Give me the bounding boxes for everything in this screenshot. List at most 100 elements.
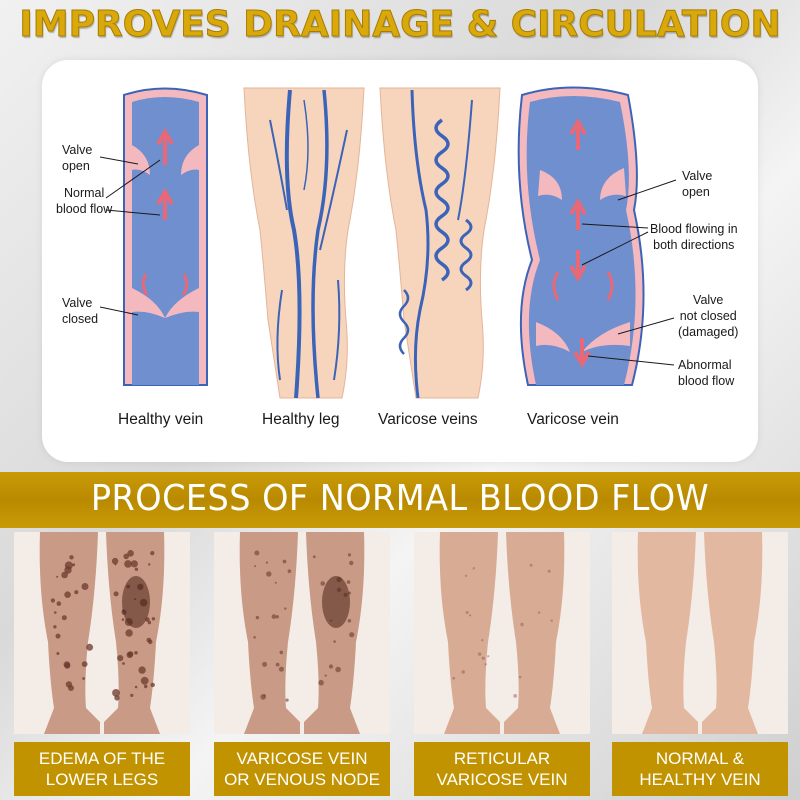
skin-spot — [56, 652, 60, 655]
skin-spot — [64, 591, 71, 598]
skin-spot — [318, 679, 324, 686]
skin-spot — [320, 581, 325, 586]
right-leg — [702, 532, 763, 734]
skin-spot — [513, 694, 518, 698]
skin-spot — [134, 567, 139, 571]
skin-spot — [274, 581, 277, 584]
skin-spot — [255, 615, 260, 620]
skin-spot — [126, 651, 133, 659]
skin-spot — [349, 632, 355, 638]
skin-spot — [465, 611, 469, 614]
skin-spot — [472, 567, 475, 570]
skin-spot — [125, 629, 133, 637]
skin-spot — [82, 677, 85, 680]
skin-spot — [312, 555, 316, 559]
skin-spot — [151, 617, 156, 621]
skin-spot — [140, 676, 149, 685]
skin-spot — [262, 661, 268, 667]
skin-spot — [124, 560, 132, 568]
section-title-band: PROCESS OF NORMAL BLOOD FLOW — [0, 472, 800, 528]
vein-diagram — [99, 86, 677, 399]
left-leg — [39, 532, 100, 734]
skin-spot — [61, 571, 68, 579]
skin-spot — [481, 656, 485, 660]
label-both-directions: Blood flowing in both directions — [650, 222, 738, 252]
right-leg — [504, 532, 565, 734]
skin-spot — [55, 633, 61, 639]
varicose-vein-illustration — [517, 86, 677, 386]
caption-varicose-vein: Varicose vein — [527, 411, 619, 428]
skin-spot — [275, 662, 280, 667]
caption-varicose-veins: Varicose veins — [378, 411, 478, 428]
skin-spot — [65, 681, 73, 688]
skin-spot — [134, 685, 138, 689]
skin-spot — [61, 615, 67, 621]
skin-spot — [127, 550, 134, 557]
skin-spot — [122, 662, 125, 665]
legs-image — [39, 532, 165, 734]
skin-spot — [72, 563, 76, 567]
stage-label-4: NORMAL & HEALTHY VEIN — [612, 742, 788, 796]
section-title: PROCESS OF NORMAL BLOOD FLOW — [90, 478, 710, 519]
stage-label-2: VARICOSE VEIN OR VENOUS NODE — [214, 742, 390, 796]
skin-spot — [54, 611, 57, 614]
stage-photo-2 — [214, 532, 390, 734]
healthy-leg-illustration — [243, 87, 365, 399]
skin-spot — [484, 663, 487, 666]
legs-image — [637, 532, 763, 734]
skin-spot — [469, 614, 472, 617]
skin-spot — [487, 655, 490, 658]
skin-spot — [114, 695, 120, 701]
skin-spot — [56, 601, 62, 606]
skin-spot — [464, 574, 468, 577]
skin-spot — [253, 636, 256, 639]
skin-spot — [123, 553, 129, 560]
skin-spot — [74, 590, 79, 595]
legs-image — [239, 532, 365, 734]
skin-spot — [112, 689, 120, 697]
skin-spot — [461, 670, 465, 674]
skin-spot — [452, 676, 456, 680]
skin-spot — [148, 563, 151, 566]
skin-spot — [50, 598, 56, 603]
skin-spot — [260, 694, 266, 700]
skin-spot — [275, 615, 279, 619]
skin-spot — [130, 693, 134, 697]
skin-spot — [53, 625, 57, 629]
stage-label-1: EDEMA OF THE LOWER LEGS — [14, 742, 190, 796]
left-leg — [439, 532, 500, 734]
skin-spot — [143, 684, 148, 689]
dark-patch — [322, 576, 350, 628]
skin-spot — [537, 611, 541, 614]
caption-healthy-leg: Healthy leg — [262, 411, 340, 428]
skin-spot — [324, 674, 327, 677]
skin-spot — [328, 664, 334, 669]
skin-spot — [284, 607, 287, 610]
skin-spot — [529, 563, 533, 567]
skin-spot — [150, 682, 155, 688]
skin-spot — [117, 655, 124, 662]
skin-spot — [346, 580, 351, 584]
skin-spot — [113, 591, 119, 597]
left-leg — [239, 532, 300, 734]
label-valve-not-closed: Valve not closed (damaged) — [678, 293, 739, 339]
varicose-veins-illustration — [379, 87, 501, 399]
skin-spot — [69, 555, 74, 560]
skin-spot — [147, 620, 152, 625]
skin-spot — [121, 618, 125, 621]
skin-spot — [518, 675, 522, 679]
right-leg — [304, 532, 365, 734]
skin-spot — [254, 565, 257, 568]
stage-label-3: RETICULAR VARICOSE VEIN — [414, 742, 590, 796]
skin-spot — [550, 619, 553, 622]
label-normal-blood-flow: Normal blood flow — [56, 186, 113, 216]
vein-diagram-panel: Valve open Normal blood flow Valve close… — [42, 60, 758, 462]
skin-spot — [335, 666, 341, 673]
skin-spot — [477, 652, 482, 656]
skin-spot — [130, 560, 138, 568]
legs-image — [439, 532, 565, 734]
skin-spot — [150, 551, 155, 556]
stage-photo-1 — [14, 532, 190, 734]
dark-patch — [122, 576, 150, 628]
skin-spot — [134, 651, 138, 655]
